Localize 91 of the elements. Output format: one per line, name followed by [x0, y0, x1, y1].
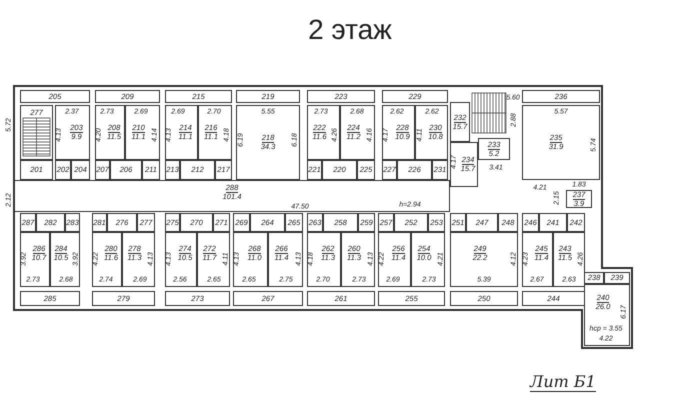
room [92, 291, 155, 306]
room [567, 213, 585, 232]
room [584, 284, 630, 346]
room [125, 105, 160, 160]
room [307, 90, 375, 103]
room [285, 213, 303, 232]
room [522, 213, 539, 232]
room [397, 160, 432, 180]
room [92, 232, 122, 287]
room [50, 232, 80, 287]
room [215, 160, 232, 180]
room [340, 105, 375, 160]
room [36, 213, 65, 232]
room [307, 291, 375, 306]
room [450, 232, 518, 287]
room [20, 213, 36, 232]
room [358, 213, 375, 232]
room [382, 105, 415, 160]
room [92, 213, 107, 232]
room [107, 213, 137, 232]
room [307, 160, 322, 180]
room [498, 213, 518, 232]
room [197, 232, 230, 287]
room [122, 232, 155, 287]
room [20, 90, 90, 103]
room [307, 232, 341, 287]
room [584, 272, 604, 284]
room [20, 160, 53, 180]
room [233, 291, 303, 306]
room [357, 160, 375, 180]
room [378, 291, 445, 306]
room [165, 291, 230, 306]
room [233, 232, 268, 287]
room [14, 180, 450, 212]
room [322, 160, 357, 180]
room [382, 90, 448, 103]
room [323, 213, 358, 232]
room [180, 160, 215, 180]
room [604, 272, 630, 284]
room [522, 291, 585, 306]
room [382, 160, 397, 180]
room [394, 213, 428, 232]
room [307, 105, 340, 160]
floor-title: 2 этаж [307, 14, 393, 46]
room [428, 213, 445, 232]
room [165, 160, 180, 180]
room [165, 232, 197, 287]
room [236, 105, 300, 180]
room [95, 160, 110, 180]
room [142, 160, 160, 180]
room [213, 213, 230, 232]
room [71, 160, 90, 180]
room [268, 232, 303, 287]
room [522, 90, 600, 103]
room [250, 213, 285, 232]
room [539, 213, 567, 232]
room [450, 142, 478, 187]
room [307, 213, 323, 232]
room [165, 213, 180, 232]
room [522, 232, 553, 287]
room [566, 190, 592, 208]
room [522, 105, 600, 180]
room [450, 102, 470, 142]
room [233, 213, 250, 232]
room [55, 105, 90, 160]
room [65, 213, 80, 232]
room [180, 213, 213, 232]
room [198, 105, 232, 160]
sheet-caption: Лит Б1 [530, 372, 596, 392]
room [341, 232, 375, 287]
room [165, 90, 232, 103]
room [411, 232, 445, 287]
room [110, 160, 142, 180]
room [20, 105, 53, 160]
room [95, 90, 160, 103]
room [20, 291, 80, 306]
room [466, 213, 498, 232]
room [20, 232, 50, 287]
room [378, 232, 411, 287]
room [236, 90, 300, 103]
room [415, 105, 448, 160]
room [432, 160, 448, 180]
room [95, 105, 125, 160]
room [450, 291, 518, 306]
room [55, 160, 71, 180]
room [137, 213, 155, 232]
room [553, 232, 585, 287]
room [450, 213, 466, 232]
room [478, 138, 510, 160]
room [165, 105, 198, 160]
room [378, 213, 394, 232]
